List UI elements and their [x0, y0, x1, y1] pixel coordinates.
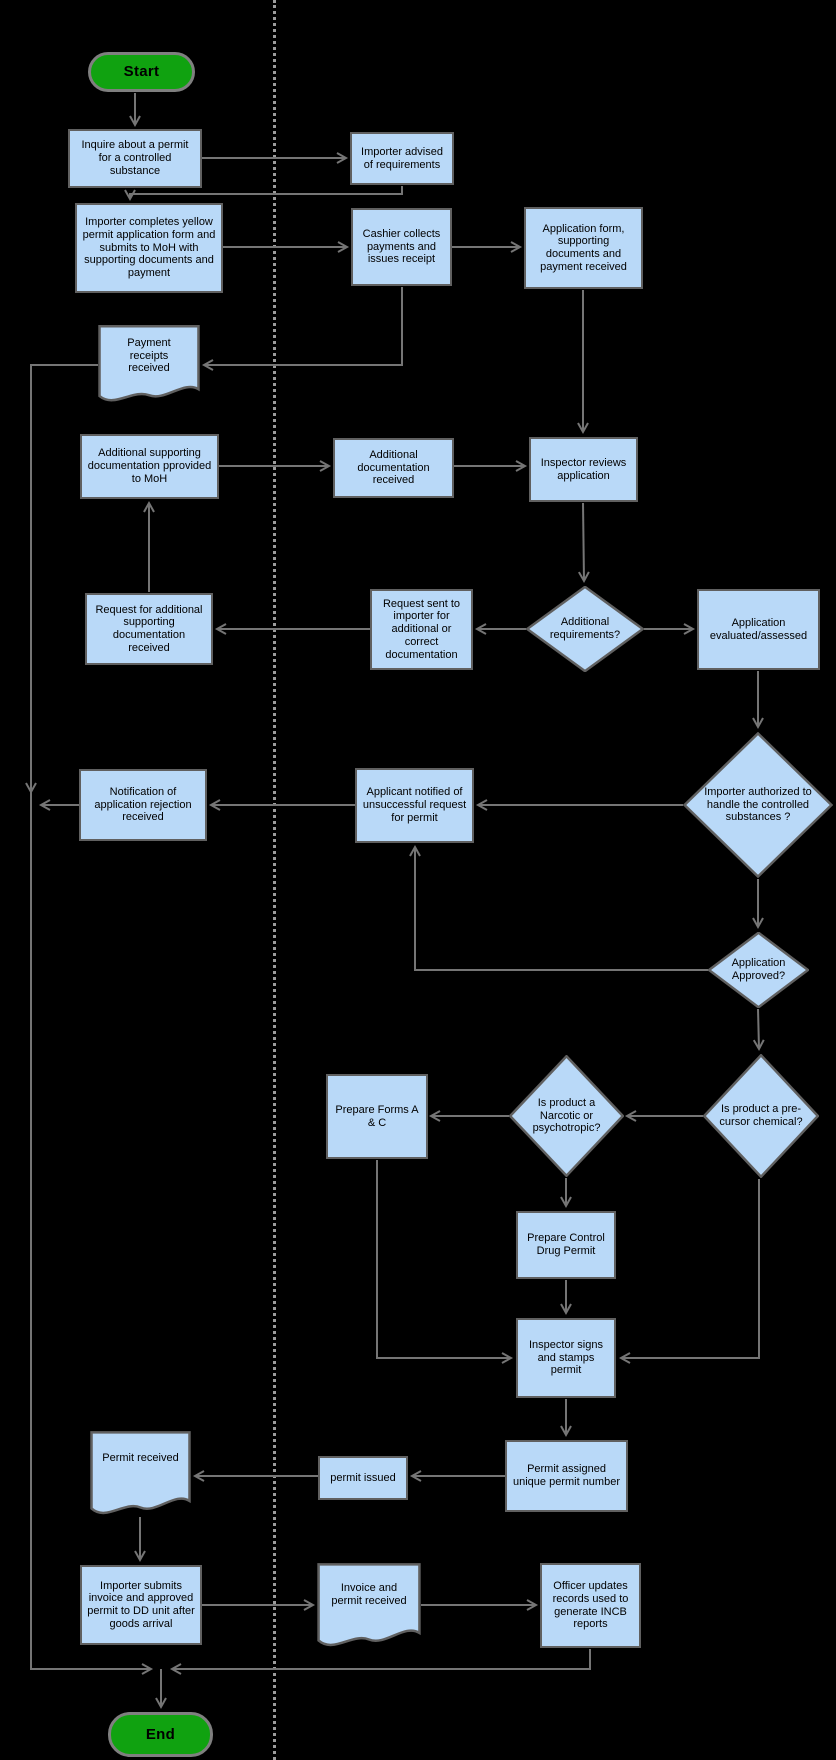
flow-node-invoice-received-label: Invoice and permit received	[331, 1581, 407, 1607]
flow-node-request-for-additional: Request for additional supporting docume…	[85, 593, 213, 665]
connector-officer-merge	[169, 1649, 591, 1675]
flow-node-permit-received: Permit received	[90, 1431, 191, 1516]
decision-shape	[509, 1055, 624, 1177]
flow-node-pre-cursor-label: Is product a pre-cursor chemical?	[719, 1103, 803, 1128]
flow-node-application-form: Application form, supporting documents a…	[524, 207, 643, 289]
flow-node-application-form-label: Application form, supporting documents a…	[540, 222, 627, 273]
flow-node-additional-requirements-label: Additional requirements?	[549, 616, 621, 641]
flow-node-notification-rejection-label: Notification of application rejection re…	[94, 785, 192, 824]
decision-shape	[683, 732, 833, 878]
flow-node-cashier: Cashier collects payments and issues rec…	[351, 208, 452, 286]
flow-node-prepare-control-label: Prepare Control Drug Permit	[527, 1232, 605, 1257]
flow-node-importer-authorized: Importer authorized to handle the contro…	[683, 732, 833, 878]
flow-node-additional-doc-received: Additional documentation received	[333, 438, 454, 498]
flow-node-permit-assigned-label: Permit assigned unique permit number	[512, 1463, 620, 1488]
flow-node-narcotic: Is product a Narcotic or psychotropic?	[509, 1055, 624, 1177]
flow-node-notification-rejection: Notification of application rejection re…	[79, 769, 207, 841]
flow-node-officer-updates-label: Officer updates records used to generate…	[552, 1580, 629, 1631]
connector-inspector-requirements	[578, 502, 590, 584]
flow-node-importer-submits: Importer submits invoice and approved pe…	[80, 1565, 202, 1645]
connector-prepareforms-inspectorsigns	[376, 1160, 514, 1364]
decision-shape	[526, 586, 644, 672]
flow-node-additional-requirements: Additional requirements?	[526, 586, 644, 672]
flow-node-application-evaluated: Application evaluated/assessed	[697, 589, 820, 670]
flow-node-request-for-additional-label: Request for additional supporting docume…	[95, 603, 203, 654]
flow-node-payment-receipts-label: Payment receipts received	[127, 336, 171, 375]
document-shape	[98, 325, 200, 403]
flow-node-additional-doc-received-label: Additional documentation received	[357, 448, 430, 487]
flow-node-permit-issued: permit issued	[318, 1456, 408, 1500]
flow-node-importer-completes-label: Importer completes yellow permit applica…	[82, 216, 216, 280]
flow-node-invoice-received: Invoice and permit received	[317, 1563, 421, 1648]
flow-node-applicant-notified: Applicant notified of unsuccessful reque…	[355, 768, 474, 843]
lane-divider	[273, 0, 276, 1760]
flow-node-request-sent: Request sent to importer for additional …	[370, 589, 473, 670]
flow-node-application-approved-label: Application Approved?	[731, 957, 786, 982]
flow-node-officer-updates: Officer updates records used to generate…	[540, 1563, 641, 1648]
flow-node-permit-received-label: Permit received	[102, 1452, 179, 1465]
connector-cashier-payreceipts	[201, 287, 403, 371]
flow-node-application-evaluated-label: Application evaluated/assessed	[709, 616, 808, 642]
connector-left-rail	[30, 364, 154, 1675]
flow-node-permit-issued-label: permit issued	[330, 1471, 396, 1484]
flow-node-additional-supporting: Additional supporting documentation ppro…	[80, 434, 219, 499]
flow-node-payment-receipts: Payment receipts received	[98, 325, 200, 403]
connector-approved-applicantnotified	[409, 844, 708, 971]
flow-node-permit-assigned: Permit assigned unique permit number	[505, 1440, 628, 1512]
flow-node-applicant-notified-label: Applicant notified of unsuccessful reque…	[362, 786, 467, 824]
flow-node-start: Start	[88, 52, 195, 92]
flow-node-start-label: Start	[123, 63, 160, 81]
flow-node-cashier-label: Cashier collects payments and issues rec…	[362, 227, 441, 266]
flow-node-additional-supporting-label: Additional supporting documentation ppro…	[87, 447, 212, 485]
flow-node-importer-authorized-label: Importer authorized to handle the contro…	[704, 785, 812, 824]
flow-node-prepare-forms: Prepare Forms A & C	[326, 1074, 428, 1159]
flow-node-inquire-label: Inquire about a permit for a controlled …	[81, 139, 189, 177]
flow-node-pre-cursor: Is product a pre-cursor chemical?	[703, 1054, 819, 1178]
flow-node-prepare-forms-label: Prepare Forms A & C	[335, 1103, 419, 1129]
flow-node-request-sent-label: Request sent to importer for additional …	[382, 597, 461, 661]
document-shape	[317, 1563, 421, 1648]
flow-node-prepare-control: Prepare Control Drug Permit	[516, 1211, 616, 1279]
flow-node-end-label: End	[145, 1725, 176, 1743]
decision-shape	[703, 1054, 819, 1178]
connector-precursor-inspectorsigns	[618, 1179, 760, 1364]
flow-node-inquire: Inquire about a permit for a controlled …	[68, 129, 202, 188]
flow-node-importer-submits-label: Importer submits invoice and approved pe…	[87, 1579, 195, 1630]
flow-node-application-approved: Application Approved?	[708, 932, 809, 1008]
decision-shape	[708, 932, 809, 1008]
flow-node-importer-advised-label: Importer advised of requirements	[361, 145, 443, 171]
flow-node-importer-completes: Importer completes yellow permit applica…	[75, 203, 223, 293]
flow-node-narcotic-label: Is product a Narcotic or psychotropic?	[532, 1096, 601, 1135]
flow-node-inspector-signs: Inspector signs and stamps permit	[516, 1318, 616, 1398]
flow-node-inspector-reviews: Inspector reviews application	[529, 437, 638, 502]
flow-node-inspector-reviews-label: Inspector reviews application	[540, 456, 627, 482]
flow-node-end: End	[108, 1712, 213, 1757]
flow-node-inspector-signs-label: Inspector signs and stamps permit	[529, 1338, 603, 1377]
connector-advised-completes	[124, 186, 403, 202]
document-shape	[90, 1431, 191, 1516]
connector-approved-precursor	[752, 1008, 765, 1052]
flow-node-importer-advised: Importer advised of requirements	[350, 132, 454, 185]
